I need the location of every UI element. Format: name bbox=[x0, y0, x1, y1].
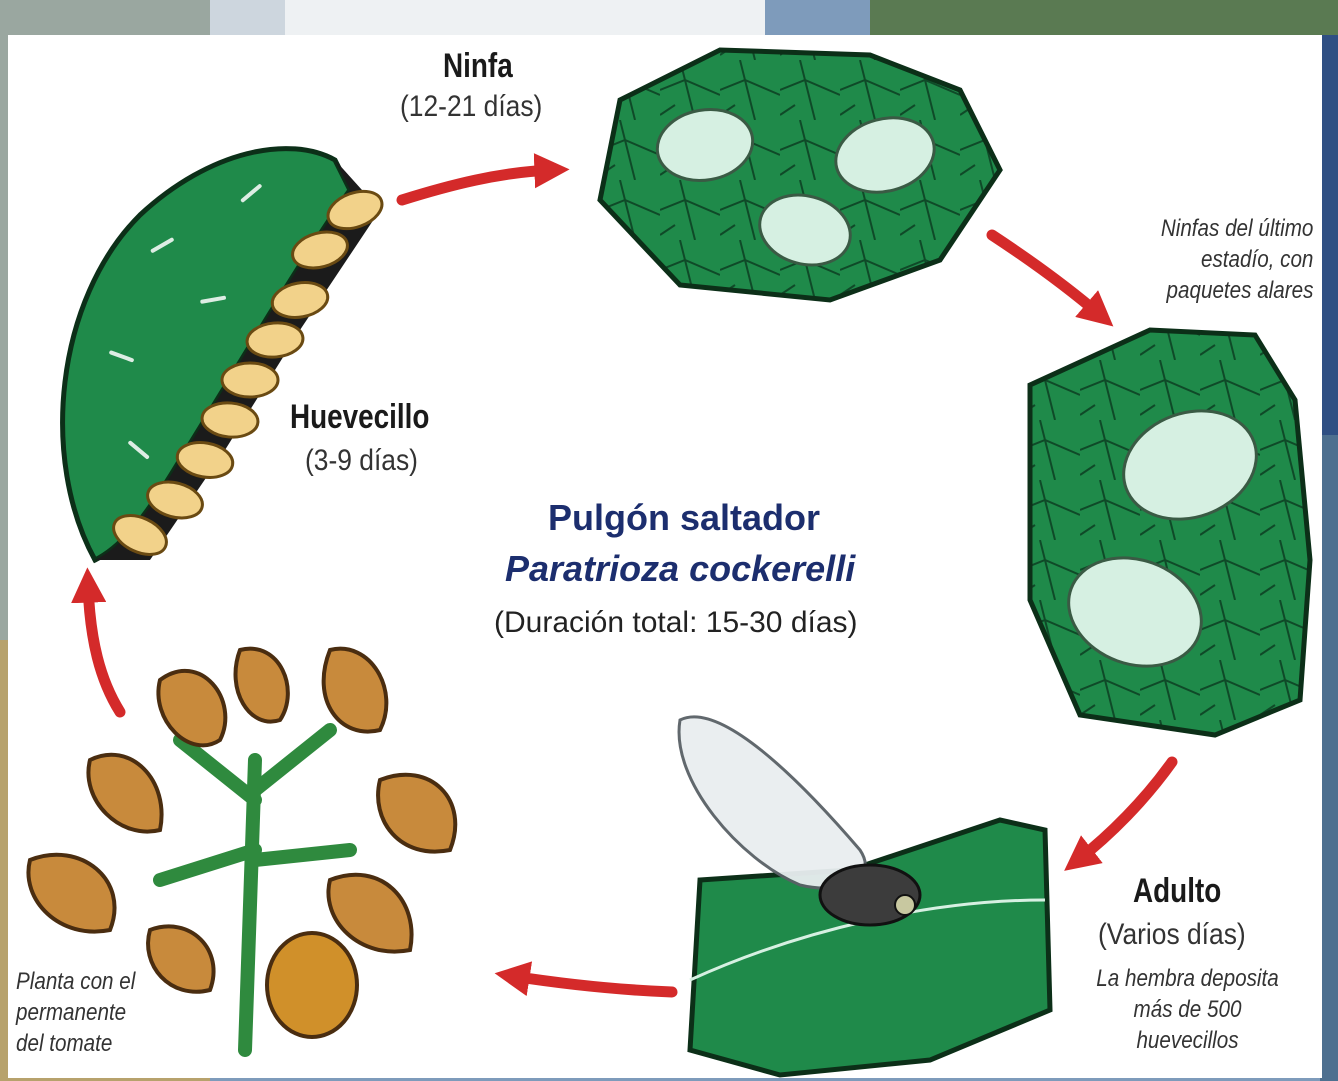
plant-note-line: del tomate bbox=[16, 1028, 135, 1059]
nymph-stage-name: Ninfa bbox=[443, 47, 513, 86]
adult-stage-name: Adulto bbox=[1133, 872, 1221, 911]
late-nymph-leaf-icon bbox=[1030, 330, 1310, 735]
adult-note-line: huevecillos bbox=[1091, 1025, 1285, 1056]
nymph-leaf-icon bbox=[600, 50, 1000, 300]
arrow-nymph-to-late-nymph bbox=[992, 235, 1100, 315]
nymph-stage-duration: (12-21 días) bbox=[400, 90, 542, 124]
adult-psyllid-icon bbox=[679, 717, 1050, 1075]
late-nymph-note-line: estadío, con bbox=[1160, 244, 1313, 275]
arrow-adult-to-plant bbox=[512, 976, 672, 992]
egg-leaf-icon bbox=[63, 149, 388, 563]
species-name: Paratrioza cockerelli bbox=[505, 548, 855, 590]
plant-note-line: permanente bbox=[16, 997, 135, 1028]
arrow-plant-to-egg bbox=[88, 585, 120, 712]
adult-note: La hembra deposita más de 500 huevecillo… bbox=[1091, 963, 1285, 1056]
total-duration: (Duración total: 15-30 días) bbox=[494, 606, 858, 640]
adult-note-line: La hembra deposita bbox=[1091, 963, 1285, 994]
adult-stage-duration: (Varios días) bbox=[1098, 918, 1246, 952]
egg-stage-duration: (3-9 días) bbox=[305, 444, 418, 478]
egg-stage-name: Huevecillo bbox=[290, 398, 429, 437]
plant-note-line: Planta con el bbox=[16, 966, 135, 997]
arrow-late-nymph-to-adult bbox=[1078, 762, 1172, 860]
plant-note: Planta con el permanente del tomate bbox=[16, 966, 135, 1059]
late-nymph-note-line: paquetes alares bbox=[1160, 275, 1313, 306]
late-nymph-note: Ninfas del último estadío, con paquetes … bbox=[1160, 213, 1313, 306]
adult-note-line: más de 500 bbox=[1091, 994, 1285, 1025]
arrow-egg-to-nymph bbox=[402, 170, 552, 200]
diagram-title: Pulgón saltador bbox=[548, 497, 820, 539]
late-nymph-note-line: Ninfas del último bbox=[1160, 213, 1313, 244]
